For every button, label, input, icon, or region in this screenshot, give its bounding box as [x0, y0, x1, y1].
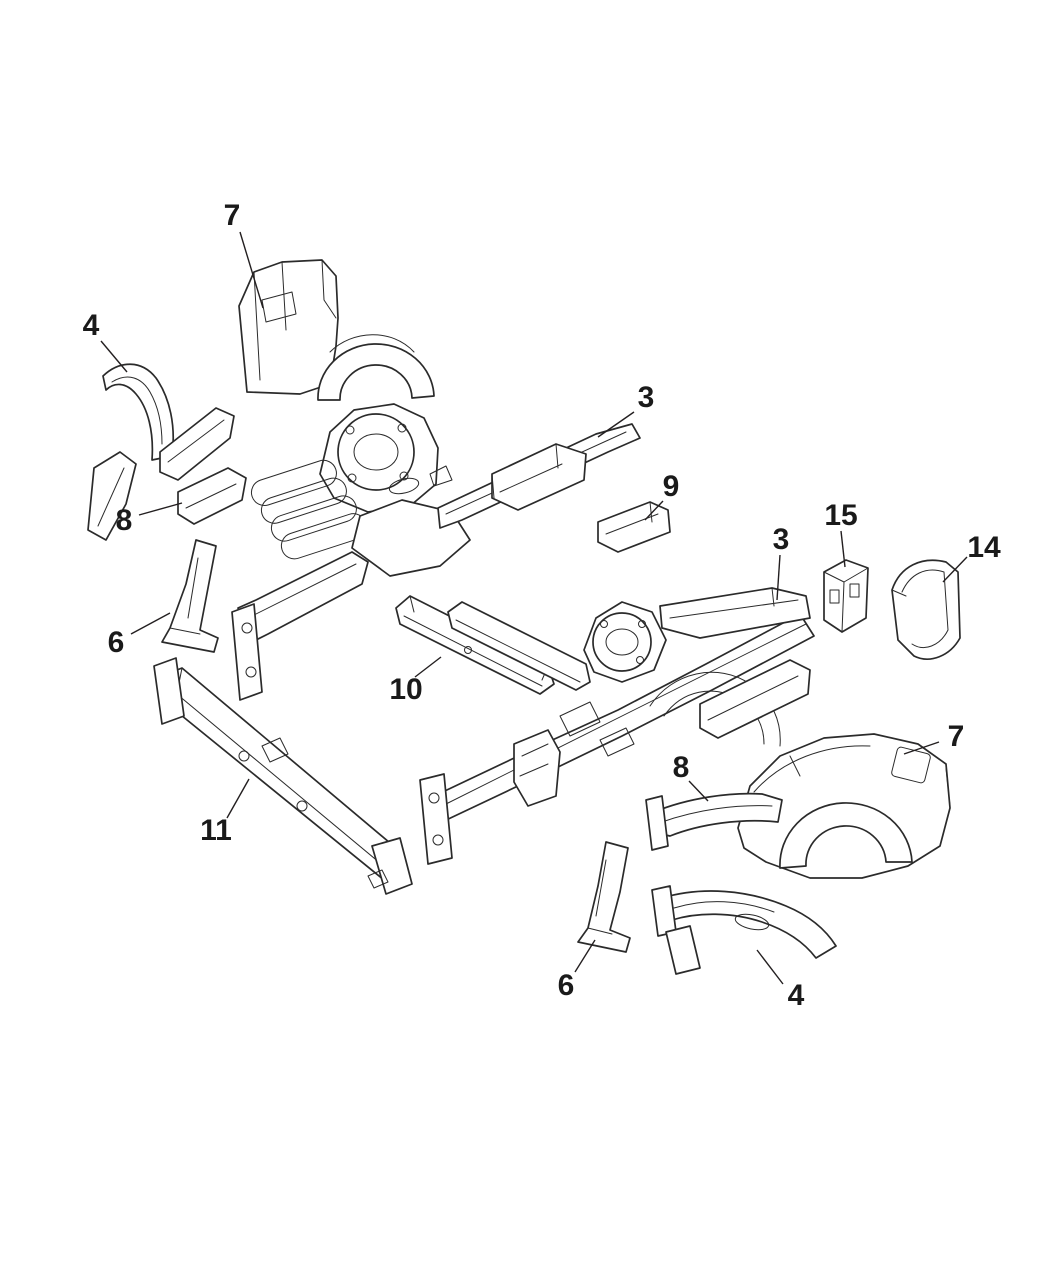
part-6-upper: [161, 539, 219, 653]
part-8-upper: [159, 407, 247, 525]
part-15: [823, 559, 869, 633]
callout-4-lower: 4: [787, 979, 805, 1012]
callout-8-lower: 8: [672, 751, 690, 784]
callout-3-upper: 3: [637, 381, 655, 414]
callout-6-upper: 6: [107, 626, 125, 659]
callout-9: 9: [662, 470, 680, 503]
callout-14: 14: [967, 531, 1001, 564]
part-4-lower: [651, 885, 837, 975]
callout-7-upper: 7: [223, 199, 241, 232]
callout-11: 11: [200, 814, 232, 847]
part-7-right: [737, 733, 951, 879]
part-11-beam: [153, 657, 413, 895]
part-6-lower: [577, 841, 631, 953]
callout-7-right: 7: [947, 720, 965, 753]
callout-15: 15: [824, 499, 858, 532]
callout-3-right: 3: [772, 523, 790, 556]
front-frame-right-assembly: [419, 601, 815, 865]
part-9: [597, 501, 671, 553]
callout-4-upper: 4: [82, 309, 100, 342]
front-frame-left-assembly: [231, 259, 641, 701]
callout-6-lower: 6: [557, 969, 575, 1002]
leader-lines: [100, 231, 968, 985]
part-3-right: [659, 587, 811, 639]
part-10-sill: [395, 595, 555, 695]
part-14: [891, 559, 961, 660]
callout-10: 10: [389, 673, 423, 706]
callout-8-upper: 8: [115, 504, 133, 537]
part-8-lower: [645, 792, 783, 851]
